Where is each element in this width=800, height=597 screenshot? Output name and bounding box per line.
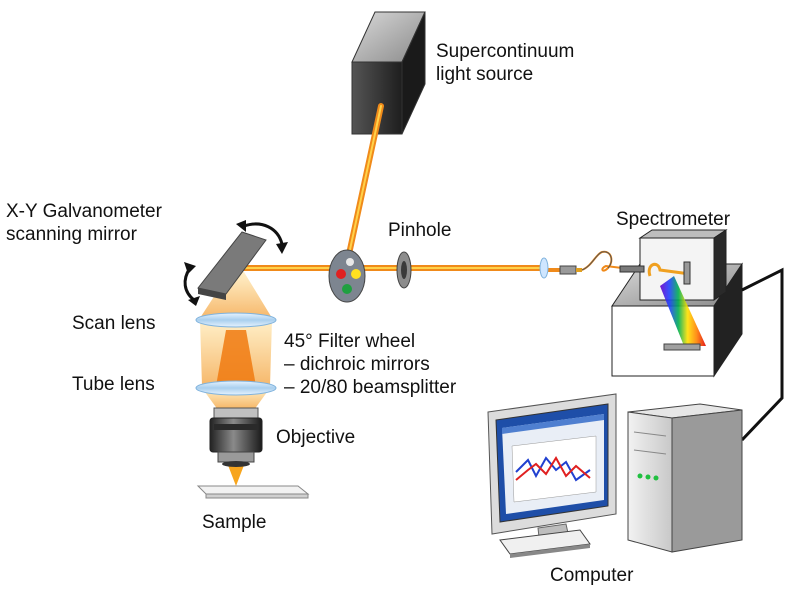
label-spectrometer: Spectrometer xyxy=(616,209,731,230)
label-scan-lens: Scan lens xyxy=(72,313,156,334)
scan-lens xyxy=(195,312,277,328)
fiber-coupler xyxy=(539,250,623,279)
label-pinhole: Pinhole xyxy=(388,220,452,241)
computer-monitor xyxy=(487,393,617,547)
tube-lens xyxy=(195,380,277,396)
label-filter-wheel-line1: 45° Filter wheel xyxy=(284,331,416,352)
keyboard xyxy=(499,529,591,558)
laser-beams xyxy=(235,103,574,272)
label-filter-wheel-line2: – dichroic mirrors xyxy=(284,354,430,375)
label-computer: Computer xyxy=(550,565,634,586)
beam-cones xyxy=(200,272,272,486)
computer-tower xyxy=(627,403,743,553)
label-galvo-line2: scanning mirror xyxy=(6,224,137,245)
label-light-source-line2: light source xyxy=(436,64,534,85)
galvo-mirror xyxy=(183,220,288,306)
label-galvo-line1: X-Y Galvanometer xyxy=(6,201,162,222)
light-source xyxy=(351,11,426,135)
label-objective: Objective xyxy=(276,427,356,448)
label-tube-lens: Tube lens xyxy=(72,374,155,395)
label-filter-wheel-line3: – 20/80 beamsplitter xyxy=(284,377,457,398)
spectrometer xyxy=(611,229,743,378)
objective-lens xyxy=(209,407,263,467)
label-filter-wheel: 45° Filter wheel – dichroic mirrors – 20… xyxy=(284,330,456,399)
filter-wheel xyxy=(328,249,366,303)
label-sample: Sample xyxy=(202,512,267,533)
label-light-source: Supercontinuum light source xyxy=(436,40,574,86)
label-light-source-line1: Supercontinuum xyxy=(436,41,575,62)
data-cable xyxy=(740,267,784,442)
label-galvo: X-Y Galvanometer scanning mirror xyxy=(6,200,162,246)
sample-slide xyxy=(196,485,310,499)
pinhole xyxy=(396,251,412,289)
